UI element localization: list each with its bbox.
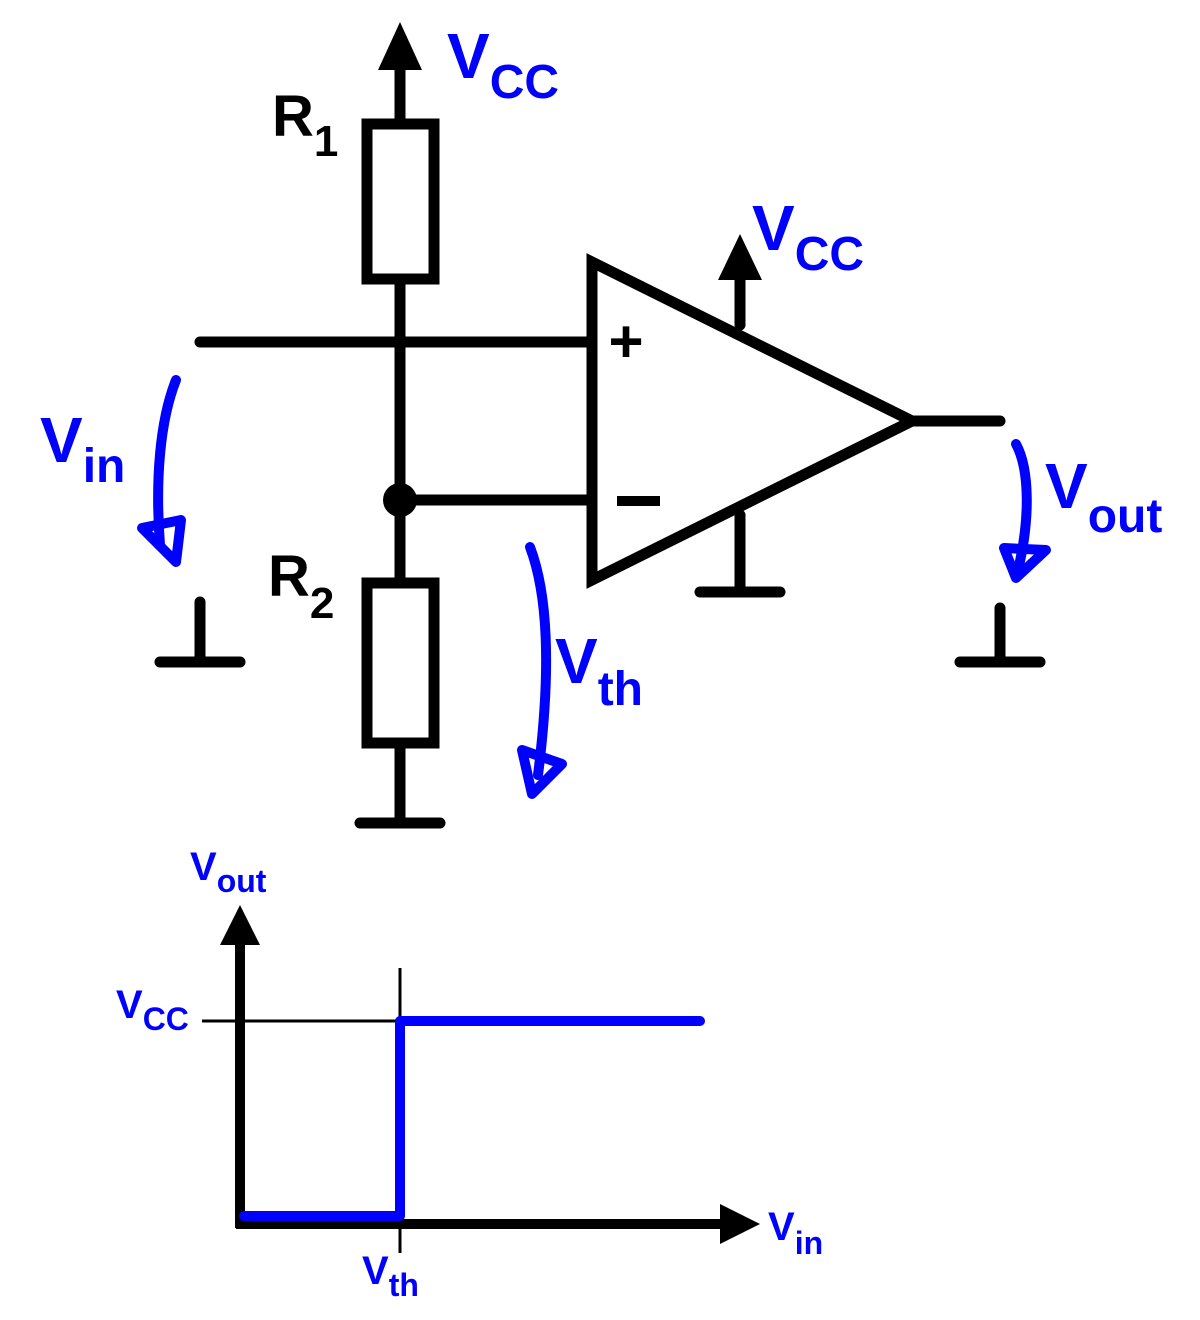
graph-x-axis-label: Vin [768, 1205, 823, 1261]
vcc-supply-arrow-icon [378, 22, 422, 70]
resistor-r1 [361, 118, 440, 285]
vth-voltage-arrow [525, 542, 552, 780]
vin-label: Vin [40, 404, 125, 493]
step-response-curve [239, 1016, 705, 1221]
plus-sign: + [608, 308, 643, 375]
circuit-wiring [154, 56, 1046, 829]
graph-vcc-tick-label: VCC [116, 983, 189, 1037]
graph-y-axis-label: Vout [190, 845, 267, 899]
vout-arrowhead-icon [999, 543, 1051, 583]
r2-label: R2 [268, 544, 334, 628]
opamp-body [586, 253, 925, 589]
vcc-supply-label: VCC [447, 20, 559, 109]
junction-node [383, 483, 417, 517]
vout-label: Vout [1045, 450, 1162, 543]
graph-vth-tick-label: Vth [362, 1249, 419, 1303]
transfer-graph: Vout Vin VCC Vth [116, 845, 823, 1303]
r1-label: R1 [272, 84, 338, 166]
x-axis-arrow-icon [720, 1204, 760, 1244]
vcc-opamp-label: VCC [752, 192, 864, 281]
opamp-vcc-arrow-icon [718, 234, 762, 280]
resistor-r2 [361, 577, 440, 749]
vth-arrowhead-icon [517, 745, 567, 799]
y-axis-arrow-icon [220, 905, 260, 945]
voltage-arrows [137, 375, 1051, 799]
vin-arrowhead-icon [137, 515, 186, 567]
minus-sign [617, 496, 660, 506]
vth-label: Vth [555, 625, 643, 716]
